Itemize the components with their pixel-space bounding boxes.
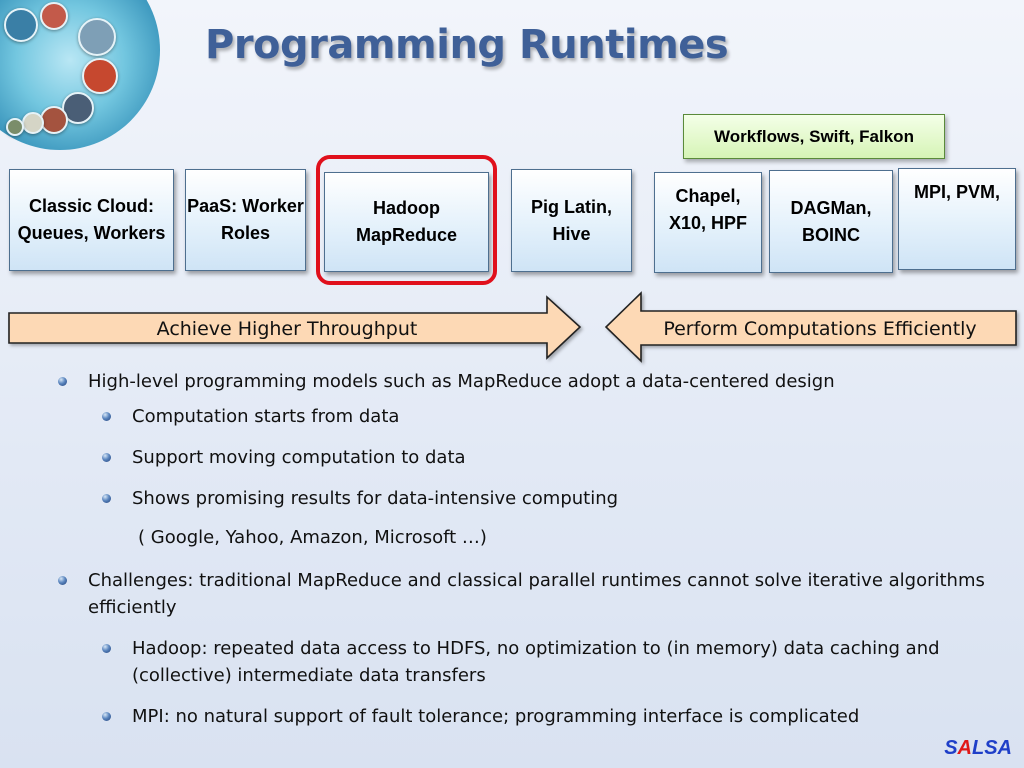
workflows-box: Workflows, Swift, Falkon — [683, 114, 945, 159]
runtime-box-dagman: DAGMan, BOINC — [769, 170, 893, 273]
sub-bullet-item: Hadoop: repeated data access to HDFS, no… — [58, 635, 988, 689]
thumbnail-image — [22, 112, 44, 134]
page-title: Programming Runtimes — [205, 22, 729, 68]
bullet-list: High-level programming models such as Ma… — [58, 368, 988, 744]
sub-bullet-item: MPI: no natural support of fault toleran… — [58, 703, 988, 730]
bullet-icon — [102, 712, 111, 721]
bullet-icon — [58, 377, 67, 386]
runtime-box-paas: PaaS: Worker Roles — [185, 169, 306, 271]
bullet-item: High-level programming models such as Ma… — [58, 368, 988, 395]
sub-bullet-note: ( Google, Yahoo, Amazon, Microsoft …) — [138, 527, 487, 548]
thumbnail-image — [82, 58, 118, 94]
throughput-label: Achieve Higher Throughput — [157, 318, 418, 340]
thumbnail-image — [4, 8, 38, 42]
thumbnail-image — [78, 18, 116, 56]
thumbnail-image — [6, 118, 24, 136]
runtime-box-chapel: Chapel, X10, HPF — [654, 172, 762, 273]
sub-bullet-item: Support moving computation to data — [58, 444, 988, 471]
logo-letter: L — [971, 737, 985, 759]
salsa-logo: SALSA — [944, 737, 1012, 760]
runtime-box-hadoop: Hadoop MapReduce — [324, 172, 489, 272]
bullet-icon — [102, 453, 111, 462]
efficiency-arrow — [604, 291, 1017, 363]
thumbnail-image — [40, 2, 68, 30]
logo-letter: S — [944, 737, 958, 759]
thumbnail-image — [40, 106, 68, 134]
logo-letter: A — [957, 737, 972, 759]
logo-letter: A — [997, 737, 1012, 759]
globe-thumbnails — [0, 0, 130, 140]
runtime-box-pig-latin: Pig Latin, Hive — [511, 169, 632, 272]
bullet-icon — [102, 412, 111, 421]
bullet-icon — [102, 644, 111, 653]
runtime-box-mpi: MPI, PVM, — [898, 168, 1016, 270]
bullet-icon — [102, 494, 111, 503]
logo-letter: S — [984, 737, 998, 759]
hadoop-highlight-frame — [316, 155, 497, 285]
runtime-box-classic-cloud: Classic Cloud: Queues, Workers — [9, 169, 174, 271]
throughput-arrow — [8, 295, 582, 360]
sub-bullet-item: Shows promising results for data-intensi… — [58, 485, 988, 512]
efficiency-label: Perform Computations Efficiently — [663, 318, 976, 340]
sub-bullet-item: Computation starts from data — [58, 403, 988, 430]
bullet-item: Challenges: traditional MapReduce and cl… — [58, 567, 988, 621]
bullet-icon — [58, 576, 67, 585]
